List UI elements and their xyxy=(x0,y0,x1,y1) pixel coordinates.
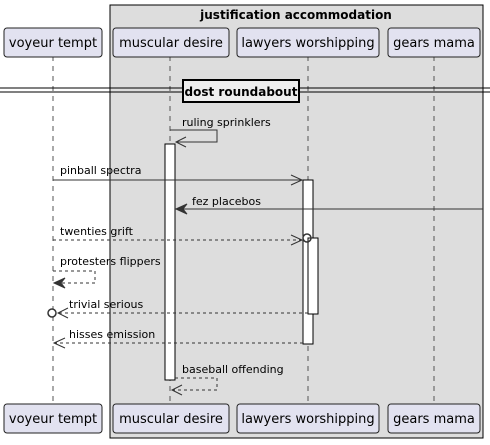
participant-bottom-muscular-desire[interactable]: muscular desire xyxy=(112,403,230,434)
participant-bottom-label: muscular desire xyxy=(119,412,223,427)
message-hisses-emission: hisses emission xyxy=(52,328,303,349)
participant-top-label: gears mama xyxy=(393,36,475,51)
message-label: trivial serious xyxy=(69,298,144,311)
message-label: baseball offending xyxy=(182,363,284,376)
participant-bottom-label: lawyers worshipping xyxy=(241,412,374,427)
message-label: fez placebos xyxy=(192,195,261,208)
activation-lawyers-worshipping-nested xyxy=(307,237,319,315)
participant-top-voyeur-tempt[interactable]: voyeur tempt xyxy=(3,27,103,58)
participant-bottom-gears-mama[interactable]: gears mama xyxy=(387,403,481,434)
participant-top-label: lawyers worshipping xyxy=(241,36,374,51)
message-twenties-grift: twenties grift xyxy=(53,225,312,246)
divider-label: dost roundabout xyxy=(185,85,298,99)
divider: dost roundabout xyxy=(0,79,490,103)
group-box-title: justification accommodation xyxy=(199,8,392,22)
message-ruling-sprinklers: ruling sprinklers xyxy=(170,116,271,148)
participant-bottom-voyeur-tempt[interactable]: voyeur tempt xyxy=(3,403,103,434)
message-label: ruling sprinklers xyxy=(182,116,271,129)
participant-bottom-label: voyeur tempt xyxy=(9,412,97,427)
message-label: protesters flippers xyxy=(60,255,161,268)
message-label: pinball spectra xyxy=(60,164,141,177)
participant-top-muscular-desire[interactable]: muscular desire xyxy=(112,27,230,58)
message-pinball-spectra: pinball spectra xyxy=(53,164,304,186)
message-fez-placebos: fez placebos xyxy=(174,195,483,215)
participant-top-label: muscular desire xyxy=(119,36,223,51)
participant-top-gears-mama[interactable]: gears mama xyxy=(387,27,481,58)
activation-muscular-desire xyxy=(164,143,176,381)
participant-top-label: voyeur tempt xyxy=(9,36,97,51)
participant-bottom-label: gears mama xyxy=(393,412,475,427)
message-baseball-offending: baseball offending xyxy=(170,363,284,396)
participant-top-lawyers-worshipping[interactable]: lawyers worshipping xyxy=(236,27,380,58)
participant-bottom-lawyers-worshipping[interactable]: lawyers worshipping xyxy=(236,403,380,434)
message-trivial-serious: trivial serious xyxy=(47,298,308,319)
message-label: hisses emission xyxy=(69,328,155,341)
message-label: twenties grift xyxy=(60,225,134,238)
message-protesters-flippers: protesters flippers xyxy=(52,255,161,289)
